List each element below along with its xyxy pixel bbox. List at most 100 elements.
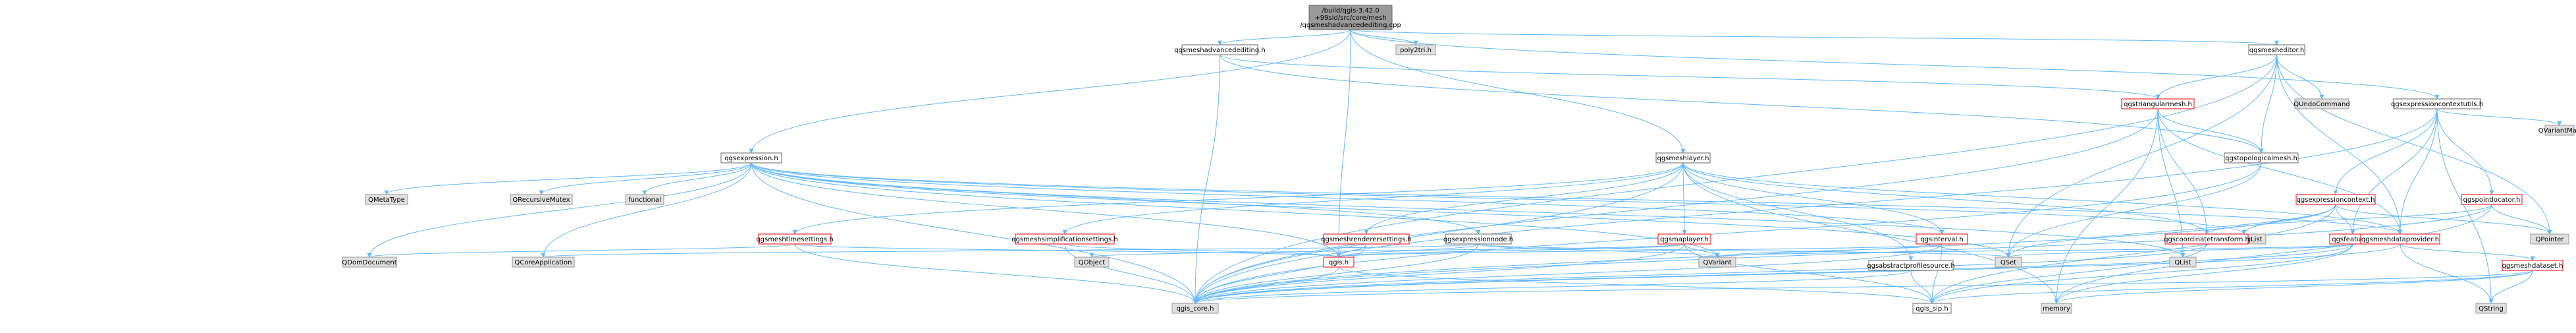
node-box	[1995, 257, 2022, 268]
node-qrecursivemutex: QRecursiveMutex	[510, 194, 573, 205]
node-label: /qgsmeshadvancedediting.cpp	[1300, 22, 1401, 29]
node-label: qgsmeshadvancedediting.h	[1174, 47, 1265, 54]
node-qgstriangularmesh-h[interactable]: qgstriangularmesh.h	[2121, 98, 2195, 109]
node-qgspointlocator-h[interactable]: qgspointlocator.h	[2461, 194, 2523, 205]
node-label: QList	[2174, 259, 2191, 266]
edge-qgsmeshdataset-h-to-qstring	[2488, 270, 2533, 304]
edge-qgis-h-to-qgis-sip-h	[1338, 266, 1935, 304]
node-box	[510, 194, 573, 205]
node-qgis-h[interactable]: qgis.h	[1323, 257, 1355, 268]
edge-qgsmesheditor-h-to-qgsmeshdataprovider-h	[2276, 54, 2403, 235]
node-box	[1698, 257, 1736, 268]
edge-qgsexpressioncontext-h-to-qgis-sip-h	[1929, 204, 2336, 304]
node-qgsexpression-h[interactable]: qgsexpression.h	[720, 152, 782, 164]
node-box	[1323, 233, 1410, 245]
edge-qgsexpressioncontext-h-to-qset	[2006, 204, 2336, 258]
node-qgsabstractprofilesource-h[interactable]: qgsabstractprofilesource.h	[1867, 260, 1955, 271]
edge-qgsexpression-h-to-qrecursivemutex	[539, 162, 752, 195]
node-qgsinterval-h[interactable]: qgsinterval.h	[1916, 233, 1968, 245]
node-label: memory	[2043, 305, 2070, 313]
edge-qgsmeshlayer-h-to-qgsinterval-h	[1682, 162, 1945, 235]
edge-qgsexpressionnode-h-to-qset	[1478, 243, 2010, 258]
edge-qgsfeature-h-to-memory	[2054, 243, 2353, 304]
node-root: /build/qgis-3.42.0+99sid/src/core/mesh/q…	[1300, 5, 1401, 30]
node-box	[1395, 44, 1436, 55]
edge-qgsmeshlayer-h-to-qgsmeshtimesettings-h	[792, 162, 1684, 235]
node-label: QPointer	[2536, 236, 2565, 243]
edge-qgsexpressioncontextutils-h-to-qvariantmap	[2436, 108, 2562, 126]
edge-qgscoordinatetransform-h-to-qgis-sip-h	[1929, 243, 2207, 304]
edge-qgsmeshlayer-h-to-qgscoordinatetransform-h	[1682, 162, 2209, 235]
node-qgsmaplayer-h[interactable]: qgsmaplayer.h	[1657, 233, 1711, 245]
node-label: poly2tri.h	[1400, 47, 1432, 54]
edge-qgsmeshdataset-h-to-qgis-core-h	[1193, 270, 2533, 304]
node-label: QVariant	[1703, 259, 1731, 266]
node-functional: functional	[625, 194, 664, 205]
edge-qgsmeshlayer-h-to-qgsabstractprofilesource-h	[1682, 162, 1914, 261]
edge-qgsmesheditor-h-to-qgstriangularmesh-h	[2155, 54, 2277, 100]
edge-qgsfeature-h-to-qvariant	[1715, 243, 2353, 258]
node-qgsmeshrenderersettings-h[interactable]: qgsmeshrenderersettings.h	[1321, 233, 1412, 245]
node-qgsmeshlayer-h[interactable]: qgsmeshlayer.h	[1655, 152, 1711, 164]
node-qgsmesheditor-h[interactable]: qgsmesheditor.h	[2248, 44, 2305, 55]
edge-qgspointlocator-h-to-qpointer	[2491, 204, 2552, 235]
node-box	[2461, 194, 2523, 205]
node-box	[2248, 44, 2305, 55]
node-qgstopologicalmesh-h[interactable]: qgstopologicalmesh.h	[2224, 152, 2299, 164]
edge-qgsmaplayer-h-to-qgis-h	[1336, 243, 1685, 258]
edge-qgsexpression-h-to-qgis-h	[751, 162, 1341, 258]
edge-qgsexpressioncontextutils-h-to-qgsfeature-h	[2350, 108, 2438, 235]
node-box	[625, 194, 664, 205]
node-box	[1323, 257, 1355, 268]
edge-qgsmesheditor-h-to-qgstopologicalmesh-h	[2259, 54, 2277, 154]
node-qmetatype: QMetaType	[365, 194, 408, 205]
node-box	[720, 152, 782, 164]
node-label: QCoreApplication	[515, 259, 572, 266]
edge-qgscoordinatetransform-h-to-qgis-core-h	[1193, 243, 2207, 304]
node-label: qgstriangularmesh.h	[2124, 101, 2192, 108]
node-qgsexpressioncontext-h[interactable]: qgsexpressioncontext.h	[2295, 194, 2376, 205]
edge-qgsexpression-h-to-qgsmeshdataprovider-h	[751, 162, 2403, 235]
node-poly2tri-h: poly2tri.h	[1395, 44, 1436, 55]
edge-qgsmeshlayer-h-to-qgis-core-h	[1193, 162, 1684, 304]
node-qstring: QString	[2475, 303, 2507, 314]
node-label: qgis.h	[1329, 259, 1349, 266]
edge-qgsexpressionnode-h-to-qgis-core-h	[1193, 243, 1479, 304]
edge-qgsmeshlayer-h-to-qgsmeshsimplificationsettings-h	[1062, 162, 1684, 235]
edge-qgsexpressioncontext-h-to-qgis-core-h	[1193, 204, 2336, 304]
edge-qgsexpressioncontextutils-h-to-qgsexpressioncontext-h	[2333, 108, 2438, 195]
node-qgsmeshsimplificationsettings-h[interactable]: qgsmeshsimplificationsettings.h	[1011, 233, 1118, 245]
node-box	[1916, 233, 1968, 245]
edge-qgsmeshdataset-h-to-memory	[2054, 270, 2533, 304]
node-qgsmeshdataprovider-h[interactable]: qgsmeshdataprovider.h	[2360, 233, 2440, 245]
edge-qgsexpression-h-to-qcoreapplication	[541, 162, 752, 258]
edge-qgsexpressionnode-h-to-qcoreapplication	[541, 243, 1479, 258]
node-qgsmeshadvancedediting-h[interactable]: qgsmeshadvancedediting.h	[1174, 44, 1266, 55]
node-box	[758, 233, 832, 245]
node-label: qgsmeshrenderersettings.h	[1321, 236, 1412, 243]
node-qgscoordinatetransform-h[interactable]: qgscoordinatetransform.h	[2164, 233, 2249, 245]
edge-qgstopologicalmesh-h-to-qgis-core-h	[1193, 162, 2262, 304]
node-qgis-sip-h[interactable]: qgis_sip.h	[1912, 303, 1952, 314]
edge-qgis-h-to-qgis-core-h	[1193, 266, 1339, 304]
edge-qgsmeshadvancedediting-h-to-qgis-core-h	[1193, 54, 1220, 304]
node-qgsmeshtimesettings-h[interactable]: qgsmeshtimesettings.h	[756, 233, 834, 245]
node-label: qgsexpressionnode.h	[1443, 236, 1513, 243]
edge-qgsexpressionnode-h-to-qvariant	[1478, 243, 1720, 258]
node-qgsexpressionnode-h[interactable]: qgsexpressionnode.h	[1443, 233, 1513, 245]
edge-root-to-qgsexpression-h	[749, 29, 1351, 154]
node-qlist: QList	[2169, 257, 2197, 268]
edge-qgsmaplayer-h-to-qgis-core-h	[1193, 243, 1685, 304]
edge-qgsmeshsimplificationsettings-h-to-qgis-core-h	[1064, 243, 1198, 304]
edge-qgstriangularmesh-h-to-memory	[2054, 108, 2159, 304]
node-box	[2475, 303, 2507, 314]
edge-qgsmeshlayer-h-to-qgsmaplayer-h	[1682, 162, 1687, 235]
edge-qgsfeature-h-to-qgis-sip-h	[1929, 243, 2353, 304]
edge-qgsfeature-h-to-qset	[2006, 243, 2353, 258]
node-qgsmeshdataset-h[interactable]: qgsmeshdataset.h	[2502, 260, 2563, 271]
node-label: qgsmeshdataprovider.h	[2361, 236, 2439, 243]
node-qgsexpressioncontextutils-h[interactable]: qgsexpressioncontextutils.h	[2391, 98, 2483, 109]
node-box	[2544, 125, 2575, 136]
edge-qgsexpression-h-to-qstringlist	[751, 162, 2247, 235]
